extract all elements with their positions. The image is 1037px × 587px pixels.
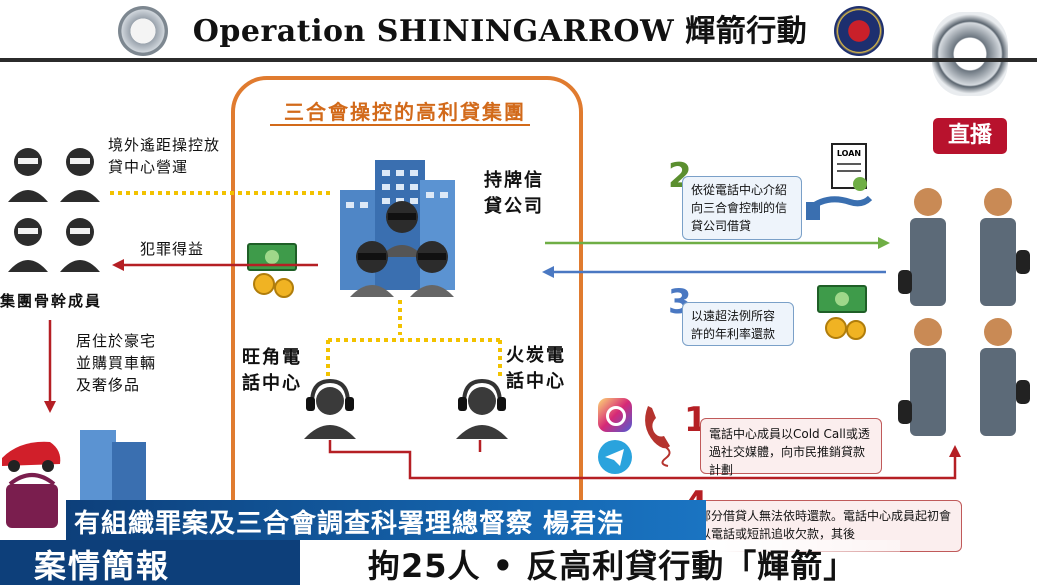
headline-text: 拘25人 • 反高利貸行動「輝箭」 [368,547,857,585]
section-banner [0,540,300,585]
loan-document-icon: LOAN [806,143,873,220]
live-badge: 直播 [933,118,1007,154]
phone-icon [645,406,671,467]
syndicate-members-icon [350,201,454,297]
crime-proceeds-label: 犯罪得益 [140,240,205,258]
svg-text:LOAN: LOAN [837,149,861,158]
syndicate-title-underline [270,124,530,126]
instagram-icon [598,398,632,432]
mongkok-call-centre-label: 旺角電話中心 [242,347,302,394]
money-icon [247,243,297,298]
page-title: Operation SHININGARROW 輝箭行動 [192,14,808,49]
building-icon [340,160,455,290]
syndicate-title: 三合會操控的高利貸集團 [284,100,526,124]
police-crest-icon [932,12,1008,96]
remote-control-label: 境外遙距操控放貸中心營運 [108,136,221,176]
headline-banner [300,540,900,585]
speaker-banner [66,500,706,540]
core-members-icon [8,148,100,272]
money-icon [817,285,867,340]
police-crest-icon [118,6,168,56]
step-3-box: 以遠超法例所容許的年利率還款 [682,302,794,346]
section-label: 案情簡報 [34,547,171,585]
headset-icon [456,378,508,439]
header-divider [0,58,1037,62]
step-2-box: 依從電話中心介紹向三合會控制的信貸公司借貸 [682,176,802,240]
luxury-label: 居住於豪宅並購買車輛及奢侈品 [76,332,157,394]
headset-icon [304,378,356,439]
licensed-company-label: 持牌信貸公司 [484,170,544,217]
borrowers-icon [898,188,1030,436]
fotan-call-centre-label: 火炭電話中心 [506,345,566,392]
core-members-label: 集團骨幹成員 [0,292,103,310]
speaker-name: 有組織罪案及三合會調查科署理總督察 楊君浩 [74,509,625,539]
octb-emblem-icon [834,6,884,56]
telegram-icon [598,440,632,474]
step-1-box: 電話中心成員以Cold Call或透過社交媒體，向市民推銷貸款計劃 [700,418,882,477]
